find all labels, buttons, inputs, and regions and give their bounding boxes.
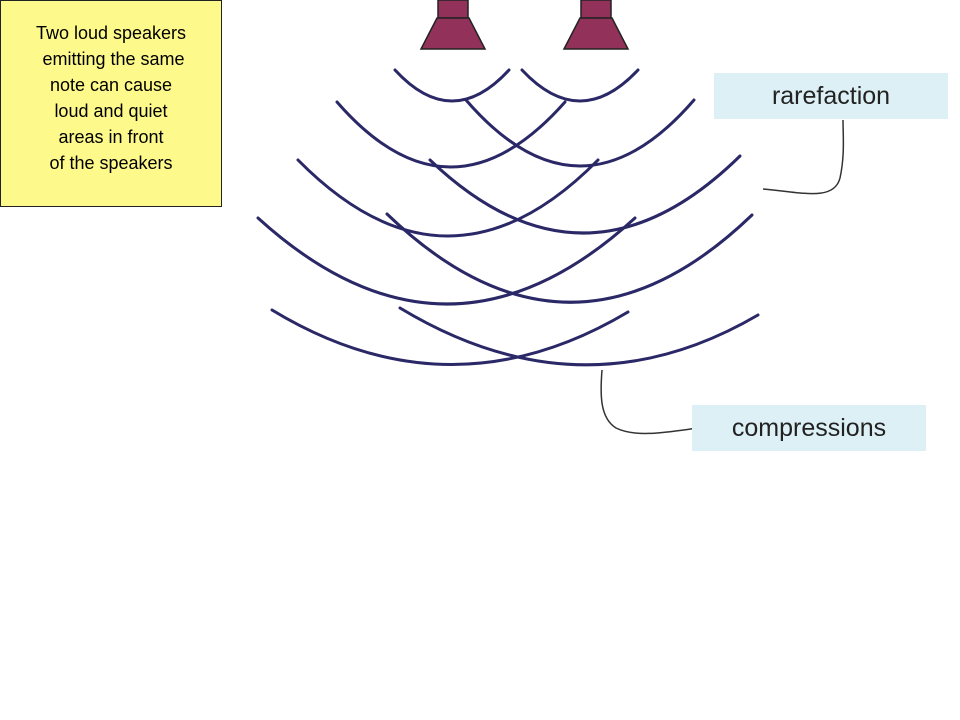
caption-line: loud and quiet [54,101,168,121]
caption-line: emitting the same [37,49,185,69]
wavefront [398,306,760,367]
left-speaker [419,0,487,50]
wavefront [520,68,640,103]
caption-box: Two loud speakers emitting the same note… [0,0,222,207]
caption-line: of the speakers [49,153,173,173]
wavefront [393,68,511,103]
caption-line: note can cause [49,75,173,95]
wavefront [296,158,600,238]
left-speaker-cone [419,17,487,50]
wavefront [464,98,696,168]
rarefaction-label: rarefaction [714,73,948,119]
left-speaker-magnet [437,0,469,19]
right-speaker [562,0,630,50]
rarefaction-leader-line [762,119,845,195]
caption-line: areas in front [58,127,164,147]
wavefront [385,212,754,304]
wavefront [335,100,567,169]
rarefaction-label-text: rarefaction [771,81,891,110]
wavefront [256,216,637,306]
right-speaker-cone [562,17,630,50]
wavefront [428,154,742,235]
compressions-label-text: compressions [731,413,887,442]
compressions-leader-line [600,369,699,435]
wavefront [270,308,630,366]
compressions-label: compressions [692,405,926,451]
right-speaker-magnet [580,0,612,19]
caption-line: Two loud speakers [35,23,187,43]
right-speaker-wavefronts [385,68,760,367]
left-speaker-wavefronts [256,68,637,366]
